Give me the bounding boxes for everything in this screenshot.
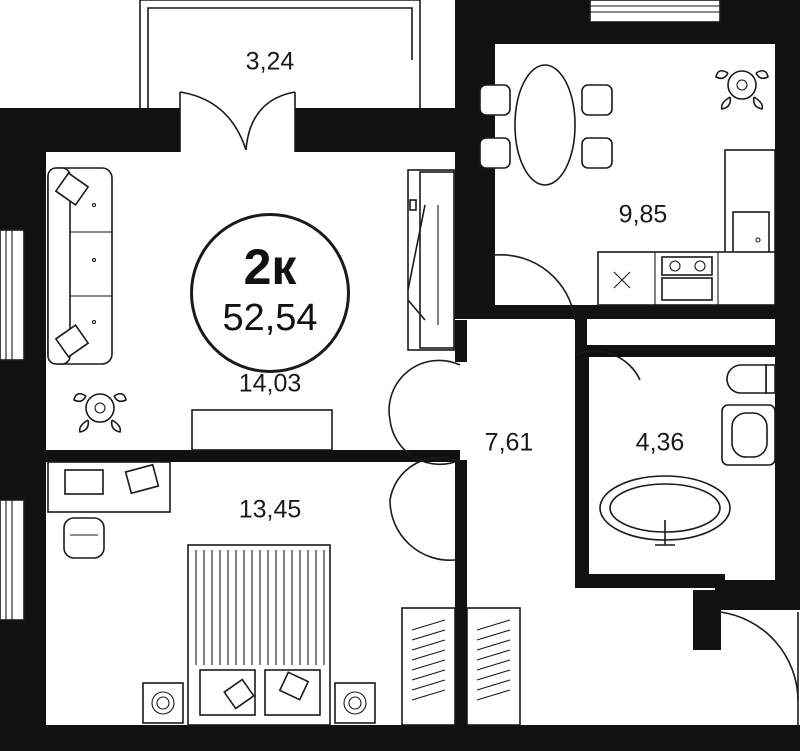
tv-stand — [191, 409, 333, 451]
bed-stripes — [195, 550, 325, 665]
windows — [0, 0, 721, 621]
hallway-area-label: 7,61 — [484, 428, 534, 457]
kitchen-units — [597, 149, 776, 306]
living-room-area-label: 14,03 — [238, 369, 302, 398]
dining-set — [479, 64, 613, 186]
kitchen-area-label: 9,85 — [618, 200, 668, 229]
nightstands — [142, 682, 376, 724]
apartment-total-area: 52,54 — [222, 297, 318, 339]
hall-doors — [388, 254, 799, 725]
balcony — [139, 0, 421, 152]
apartment-type: 2к — [243, 239, 297, 295]
plant-living — [73, 392, 127, 433]
balcony-area-label: 3,24 — [245, 47, 295, 76]
bathroom-fixtures — [599, 364, 776, 546]
desk-area — [47, 461, 171, 559]
bedroom-area-label: 13,45 — [238, 495, 302, 524]
wardrobe-living — [407, 169, 455, 351]
apartment-badge: 2к 52,54 — [190, 213, 350, 373]
sofa — [47, 167, 113, 365]
bathroom-area-label: 4,36 — [635, 428, 685, 457]
bed — [187, 544, 331, 726]
wardrobes-bedroom — [401, 607, 521, 726]
plant-kitchen — [715, 69, 769, 110]
